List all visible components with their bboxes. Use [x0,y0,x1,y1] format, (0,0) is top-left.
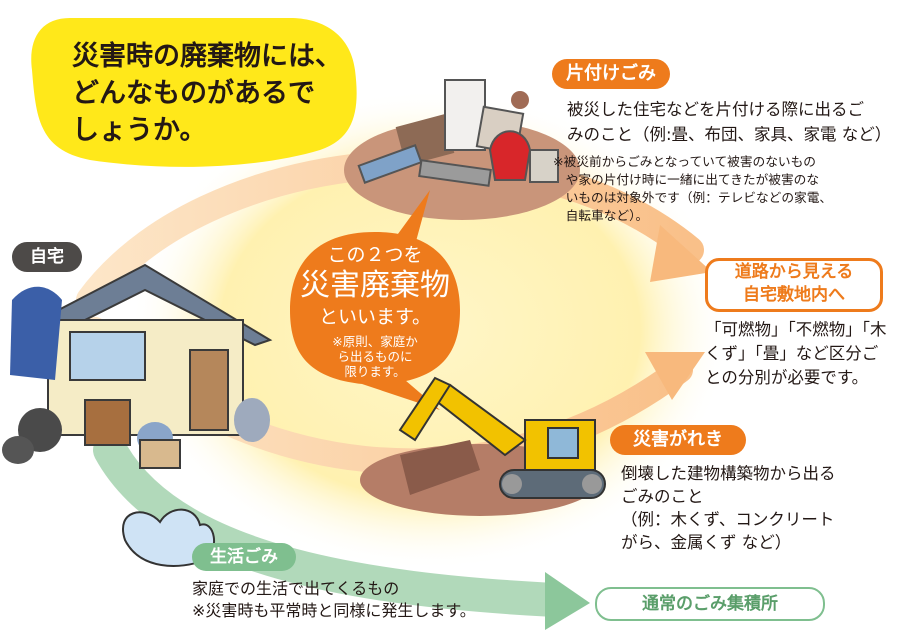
road-desc-line-3: との分別が必要です。 [705,368,869,387]
katazuke-note-line-2: や家の片付け時に一緒に出てきたが被害のな [553,172,820,187]
center-note: ※原則、家庭か ら出るものに 限ります。 [300,334,450,379]
arrow-head-bottom [645,352,705,400]
center-bubble-text: この２つを 災害廃棄物 といいます。 ※原則、家庭か ら出るものに 限ります。 [300,242,450,379]
gareki-desc-line-4: がら、金属くず など） [621,533,792,552]
katazuke-note-line-1: ※被災前からごみとなっていて被害のないもの [553,154,816,169]
center-note-line-2: ら出るものに [337,349,413,364]
page-title: 災害時の廃棄物には、 どんなものがあるで しょうか。 [72,38,342,149]
gareki-desc-line-1: 倒壊した建物構築物から出る [621,464,836,483]
home-label: 自宅 [12,242,82,272]
road-desc-line-1: 「可燃物」「不燃物」「木 [705,320,887,339]
katazuke-desc-line-2: みのこと（例:畳、布団、家具、家電 など） [567,125,892,144]
road-box-line-1: 道路から見える [734,262,854,282]
road-description: 「可燃物」「不燃物」「木 くず」「畳」など区分ご との分別が必要です。 [705,318,887,390]
center-speech-bubble [290,190,460,410]
katazuke-garbage-illustration [344,79,580,220]
gareki-desc-line-3: （例：木くず、コンクリート [621,510,835,529]
center-note-line-3: 限ります。 [344,364,406,379]
title-bubble [31,18,357,167]
katazuke-note: ※被災前からごみとなっていて被害のないもの や家の片付け時に一緒に出てきたが被害… [553,153,832,225]
seikatsu-desc-line-1: 家庭での生活で出てくるもの [192,579,400,598]
title-line-1: 災害時の廃棄物には、 [72,41,342,72]
road-box-line-2: 自宅敷地内へ [743,285,845,305]
title-line-3: しょうか。 [72,115,207,146]
gareki-label: 災害がれき [610,425,746,455]
katazuke-label: 片付けごみ [552,59,670,89]
seikatsu-description: 家庭での生活で出てくるもの ※災害時も平常時と同様に発生します。 [192,578,476,622]
center-note-line-1: ※原則、家庭か [332,334,418,349]
katazuke-description: 被災した住宅などを片付ける際に出るご みのこと（例:畳、布団、家具、家電 など） [567,97,891,147]
garbage-bags-illustration [122,508,216,567]
excavator-illustration [360,376,606,516]
center-line-1: この２つを [327,244,423,266]
seikatsu-desc-line-2: ※災害時も平常時と同様に発生します。 [192,601,476,620]
center-line-2: 災害廃棄物 [300,268,450,303]
road-visible-yard-box: 道路から見える 自宅敷地内へ [705,258,883,312]
center-line-3: といいます。 [318,306,432,328]
title-line-2: どんなものがあるで [72,78,315,109]
normal-collection-site-box: 通常のごみ集積所 [595,587,825,621]
house-illustration [2,263,273,469]
gareki-desc-line-2: ごみのこと [621,487,704,506]
gareki-description: 倒壊した建物構築物から出る ごみのこと （例：木くず、コンクリート がら、金属く… [621,462,836,554]
katazuke-note-line-4: 自転車など）。 [553,208,649,223]
arrow-head-green [545,572,590,630]
road-desc-line-2: くず」「畳」など区分ご [705,344,879,363]
katazuke-note-line-3: いものは対象外です（例：テレビなどの家電、 [553,190,833,205]
katazuke-desc-line-1: 被災した住宅などを片付ける際に出るご [567,100,864,119]
arrow-head-top [650,225,712,282]
seikatsu-label: 生活ごみ [192,543,296,571]
